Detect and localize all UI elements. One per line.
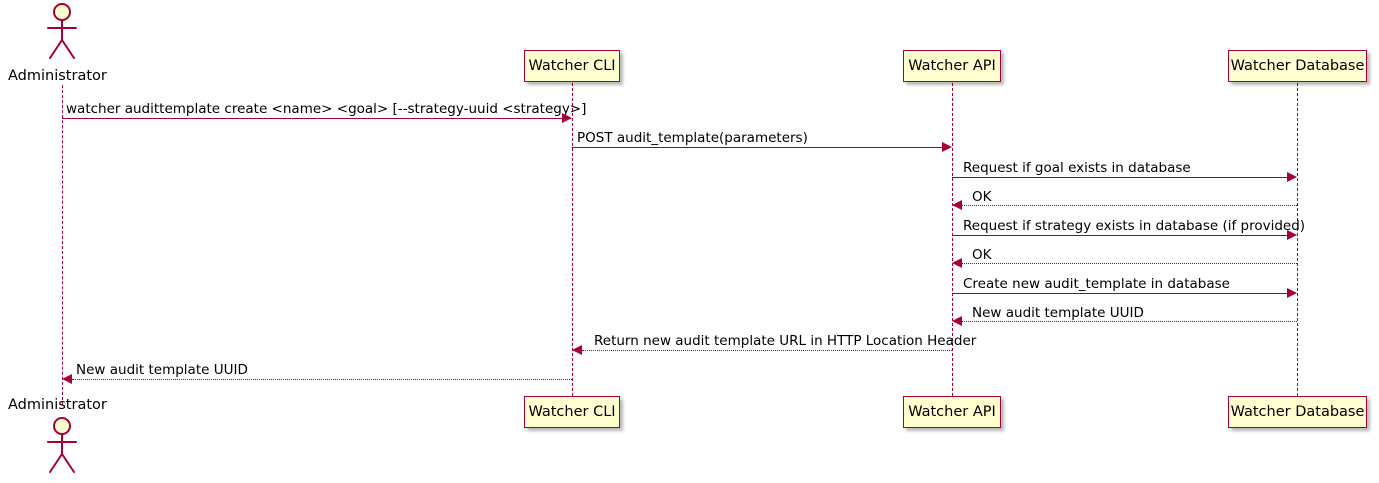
message-line-8 bbox=[962, 321, 1297, 322]
message-line-9 bbox=[582, 350, 952, 351]
message-line-6 bbox=[962, 263, 1297, 264]
participant-label-watcher-cli-bottom: Watcher CLI bbox=[528, 404, 616, 420]
message-line-2 bbox=[572, 147, 942, 148]
message-line-10 bbox=[72, 379, 572, 380]
message-label-7: Create new audit_template in database bbox=[963, 276, 1230, 292]
message-arrowhead-4 bbox=[952, 200, 962, 210]
participant-box-watcher-api-top[interactable]: Watcher API bbox=[903, 50, 1001, 82]
message-label-6: OK bbox=[972, 247, 992, 263]
participant-label-watcher-cli-top: Watcher CLI bbox=[528, 58, 616, 74]
message-label-4: OK bbox=[972, 189, 992, 205]
message-arrowhead-2 bbox=[942, 142, 952, 152]
message-label-2: POST audit_template(parameters) bbox=[577, 130, 808, 146]
participant-box-watcher-cli-top[interactable]: Watcher CLI bbox=[524, 50, 620, 82]
message-label-3: Request if goal exists in database bbox=[963, 160, 1191, 176]
message-arrowhead-8 bbox=[952, 316, 962, 326]
lifeline-watcher-cli bbox=[572, 83, 573, 396]
message-arrowhead-6 bbox=[952, 258, 962, 268]
message-line-4 bbox=[962, 205, 1297, 206]
lifeline-watcher-database bbox=[1297, 83, 1298, 396]
message-label-9: Return new audit template URL in HTTP Lo… bbox=[594, 333, 977, 349]
lifeline-watcher-api bbox=[952, 83, 953, 396]
message-arrowhead-1 bbox=[562, 113, 572, 123]
actor-label-administrator-top: Administrator bbox=[8, 68, 107, 84]
message-arrowhead-10 bbox=[62, 374, 72, 384]
lifeline-administrator bbox=[62, 85, 63, 405]
message-arrowhead-7 bbox=[1287, 288, 1297, 298]
participant-label-watcher-database-bottom: Watcher Database bbox=[1230, 404, 1365, 420]
participant-box-watcher-api-bottom[interactable]: Watcher API bbox=[903, 396, 1001, 428]
participant-box-watcher-database-top[interactable]: Watcher Database bbox=[1228, 50, 1367, 82]
message-label-1: watcher audittemplate create <name> <goa… bbox=[66, 101, 587, 117]
actor-administrator-bottom bbox=[34, 416, 90, 476]
actor-administrator-top bbox=[34, 2, 90, 62]
message-line-5 bbox=[952, 235, 1287, 236]
participant-box-watcher-database-bottom[interactable]: Watcher Database bbox=[1228, 396, 1367, 428]
message-line-7 bbox=[952, 293, 1287, 294]
message-label-5: Request if strategy exists in database (… bbox=[963, 218, 1306, 234]
participant-label-watcher-database-top: Watcher Database bbox=[1230, 58, 1365, 74]
message-line-1 bbox=[62, 118, 562, 119]
participant-label-watcher-api-top: Watcher API bbox=[908, 58, 996, 74]
message-arrowhead-5 bbox=[1287, 230, 1297, 240]
message-arrowhead-9 bbox=[572, 345, 582, 355]
message-arrowhead-3 bbox=[1287, 172, 1297, 182]
participant-box-watcher-cli-bottom[interactable]: Watcher CLI bbox=[524, 396, 620, 428]
participant-label-watcher-api-bottom: Watcher API bbox=[908, 404, 996, 420]
message-label-8: New audit template UUID bbox=[972, 305, 1144, 321]
actor-label-administrator-bottom: Administrator bbox=[8, 397, 107, 413]
message-label-10: New audit template UUID bbox=[76, 362, 248, 378]
message-line-3 bbox=[952, 177, 1287, 178]
